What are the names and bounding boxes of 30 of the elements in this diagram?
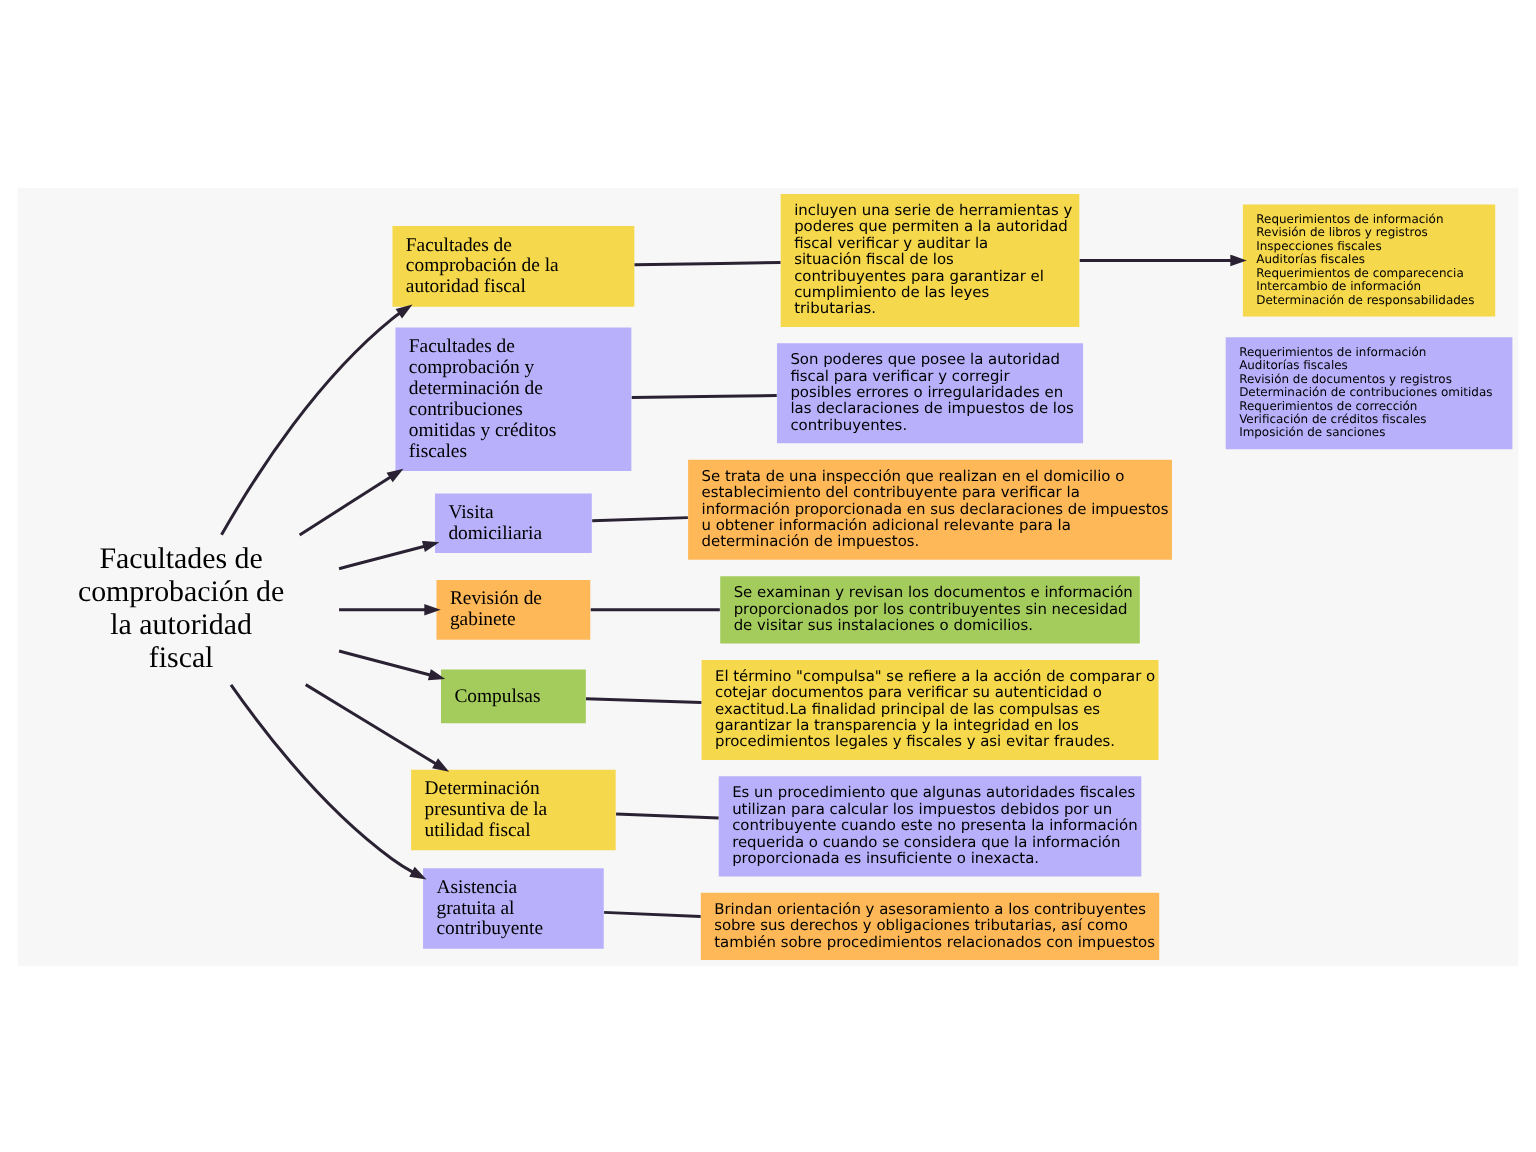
node-box: Facultades de comprobación de la autoridad fiscal [392,225,635,306]
arrow [339,603,441,615]
connector [604,909,701,918]
node-box: Facultades de comprobación y determinación de contribuciones omitidas y créditos fiscales [395,326,632,470]
connector [585,696,702,704]
arrow [1079,253,1247,266]
connector [616,811,719,819]
node-box: incluyen una serie de herramientas y poderes que permiten a la autoridad fiscal verificar y auditar la situación fiscal de los contribuyentes para garantizar el cumplimiento de las leyes tributarias. [780,192,1080,326]
node-box: Visita domiciliaria [435,492,592,553]
node-box: Asistencia gratuita al contribuyente [423,867,604,948]
arrow [220,303,413,535]
arrow [338,648,446,680]
connector [634,260,781,266]
node-box: Revisión de gabinete [436,579,591,639]
connector [590,607,720,611]
node-box: Es un procedimiento que algunas autoridades fiscales utilizan para calcular los impuestos debidos por un contribuyente cuando este no presenta la información requerida o cuando se considera que la información proporcionada es insuficiente o inexacta. [718,775,1142,876]
node-text: Facultades de comprobación de la autoridad fiscal [77,543,285,674]
arrow [338,539,440,570]
arrow [304,682,450,771]
node-box: Compulsas [440,668,586,723]
node-box: Determinación presuntiva de la utilidad fiscal [411,768,616,850]
arrow [298,467,404,536]
node-box: Se trata de una inspección que realizan en el domicilio o establecimiento del contribuyente para verificar la información proporcionada en sus declaraciones de impuestos u obtener información adicional relevante para la determinación de impuestos. [688,458,1172,559]
node-box: Brindan orientación y asesoramiento a los contribuyentes sobre sus derechos y obligaciones tributarias, así como también sobre procedimientos relacionados con impuestos [700,891,1160,960]
arrow [229,682,427,879]
node-box: Son poderes que posee la autoridad fiscal para verificar y corregir posibles errores o irregularidades en las declaraciones de impuestos de los contribuyentes. [776,342,1084,443]
node-box: El término "compulsa" se refiere a la acción de comparar o cotejar documentos para verificar su autenticidad o exactitud.La finalidad principal de las compulsas es garantizar la transparencia y la integridad en los procedimientos legales y fiscales y asi evitar fraudes. [701,658,1159,759]
connector [592,515,688,522]
node-box: Se examinan y revisan los documentos e información proporcionados por los contribuyentes sin necesidad de visitar sus instalaciones o domicilios. [720,575,1140,643]
connector [631,393,777,399]
